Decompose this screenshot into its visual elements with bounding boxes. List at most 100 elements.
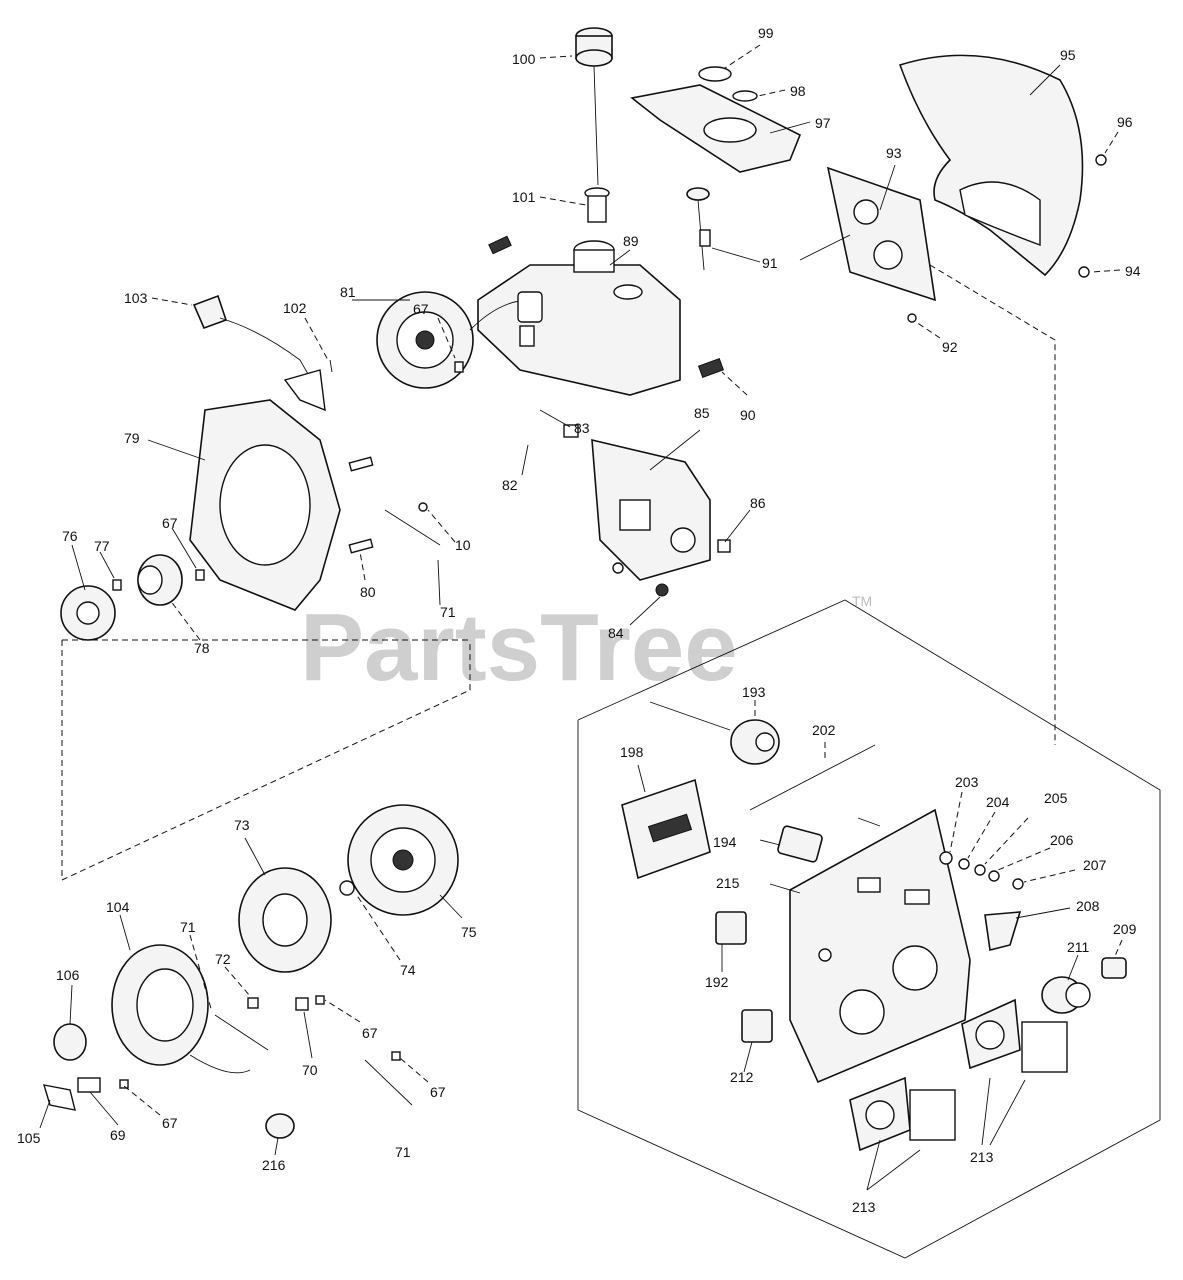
bracket-part-71c [364, 1059, 413, 1106]
washer-part-205 [974, 864, 986, 876]
bracket-part-208 [984, 911, 1022, 951]
screw-part-67d [315, 995, 325, 1005]
bracket-part-71a [384, 509, 441, 546]
outlet-part-213a [849, 1076, 956, 1152]
callout-94: 94 [1125, 263, 1141, 279]
tank-cover-opening [703, 117, 757, 143]
callout-labels: 100 99 98 97 95 96 93 101 89 91 94 92 10… [17, 25, 1141, 1215]
bracket-part-71b [214, 1014, 269, 1051]
callout-194: 194 [713, 834, 737, 850]
starter-handle-part [192, 294, 326, 412]
clip-part-86 [717, 539, 731, 553]
callout-95: 95 [1060, 47, 1076, 63]
callout-213-right: 213 [970, 1149, 994, 1165]
watermark-text: PartsTree [300, 594, 738, 701]
fuel-tank-part [477, 235, 681, 396]
callout-70: 70 [302, 1062, 318, 1078]
callout-79: 79 [124, 430, 140, 446]
assembly-guide-lines [61, 264, 1161, 1259]
screw-part-10 [418, 502, 428, 512]
rod-part-202 [749, 744, 876, 811]
callout-67-top: 67 [413, 301, 429, 317]
callout-72: 72 [215, 951, 231, 967]
flange-part-76 [60, 585, 116, 641]
callout-83: 83 [574, 420, 590, 436]
switch-part-194 [777, 825, 823, 863]
callout-215: 215 [716, 875, 740, 891]
control-panel-part [799, 166, 936, 302]
callout-10: 10 [455, 537, 471, 553]
cover-part-209 [1101, 957, 1127, 979]
housing-shell-part [898, 54, 1084, 277]
callout-85: 85 [694, 405, 710, 421]
callout-205: 205 [1044, 790, 1068, 806]
callout-206: 206 [1050, 832, 1074, 848]
callout-101: 101 [512, 189, 536, 205]
washer-part-204 [958, 858, 970, 870]
callout-102: 102 [283, 300, 307, 316]
callout-77: 77 [94, 538, 110, 554]
callout-100: 100 [512, 51, 536, 67]
callout-202: 202 [812, 722, 836, 738]
bearing-part-106 [53, 1023, 87, 1061]
clip-part-70 [295, 997, 309, 1011]
coupler-part-78 [137, 554, 183, 606]
nut-part-203 [939, 851, 953, 865]
callout-97: 97 [815, 115, 831, 131]
screw-part-67e [391, 1051, 401, 1061]
choke-knob-part [686, 187, 711, 271]
callout-203: 203 [955, 774, 979, 790]
nut-part-84 [655, 583, 669, 597]
callout-84: 84 [608, 625, 624, 641]
breaker-part-192 [715, 911, 747, 945]
screw-part-96 [1095, 154, 1107, 166]
callout-208: 208 [1076, 898, 1100, 914]
screw-part-67c [119, 1079, 129, 1089]
front-panel-part-215 [789, 808, 971, 1084]
callout-86: 86 [750, 495, 766, 511]
bracket-part-69 [77, 1077, 101, 1093]
pad-part-90 [697, 357, 725, 379]
callout-105: 105 [17, 1130, 41, 1146]
callout-207: 207 [1083, 857, 1107, 873]
screw-part [857, 817, 881, 827]
callout-71-bottom: 71 [395, 1144, 411, 1160]
recoil-starter-part [376, 291, 531, 389]
grommet-part-216 [265, 1113, 295, 1139]
callout-71-mid: 71 [180, 919, 196, 935]
callout-193: 193 [742, 684, 766, 700]
callout-69: 69 [110, 1127, 126, 1143]
callout-211: 211 [1067, 939, 1090, 955]
breaker-part-212 [741, 1009, 773, 1043]
callout-212: 212 [730, 1069, 754, 1085]
callout-73: 73 [234, 817, 250, 833]
flywheel-fan-part-75 [347, 804, 459, 916]
label-plate-part-198 [621, 778, 711, 880]
callout-103: 103 [124, 290, 148, 306]
callout-198: 198 [620, 744, 644, 760]
callout-74: 74 [400, 962, 416, 978]
rotor-cover-part-73 [238, 867, 332, 973]
callout-104: 104 [106, 899, 130, 915]
screw-part-94 [1078, 266, 1090, 278]
callout-71-top: 71 [440, 604, 456, 620]
callout-98: 98 [790, 83, 806, 99]
screw-part-207 [1012, 878, 1024, 890]
seal-ring-part [732, 90, 758, 102]
callout-80: 80 [360, 584, 376, 600]
blower-housing-part [189, 399, 341, 611]
control-module-part [563, 424, 711, 581]
callout-213-left: 213 [852, 1199, 876, 1215]
callout-204: 204 [986, 794, 1010, 810]
callout-75: 75 [461, 924, 477, 940]
callout-91: 91 [762, 255, 778, 271]
callout-106: 106 [56, 967, 80, 983]
bolt-part [348, 456, 374, 472]
nut-part [612, 562, 624, 574]
callout-99: 99 [758, 25, 774, 41]
outlet-part-213b [961, 998, 1068, 1073]
leader-lines [39, 44, 1123, 1191]
callout-89: 89 [623, 233, 639, 249]
callout-82: 82 [502, 477, 518, 493]
